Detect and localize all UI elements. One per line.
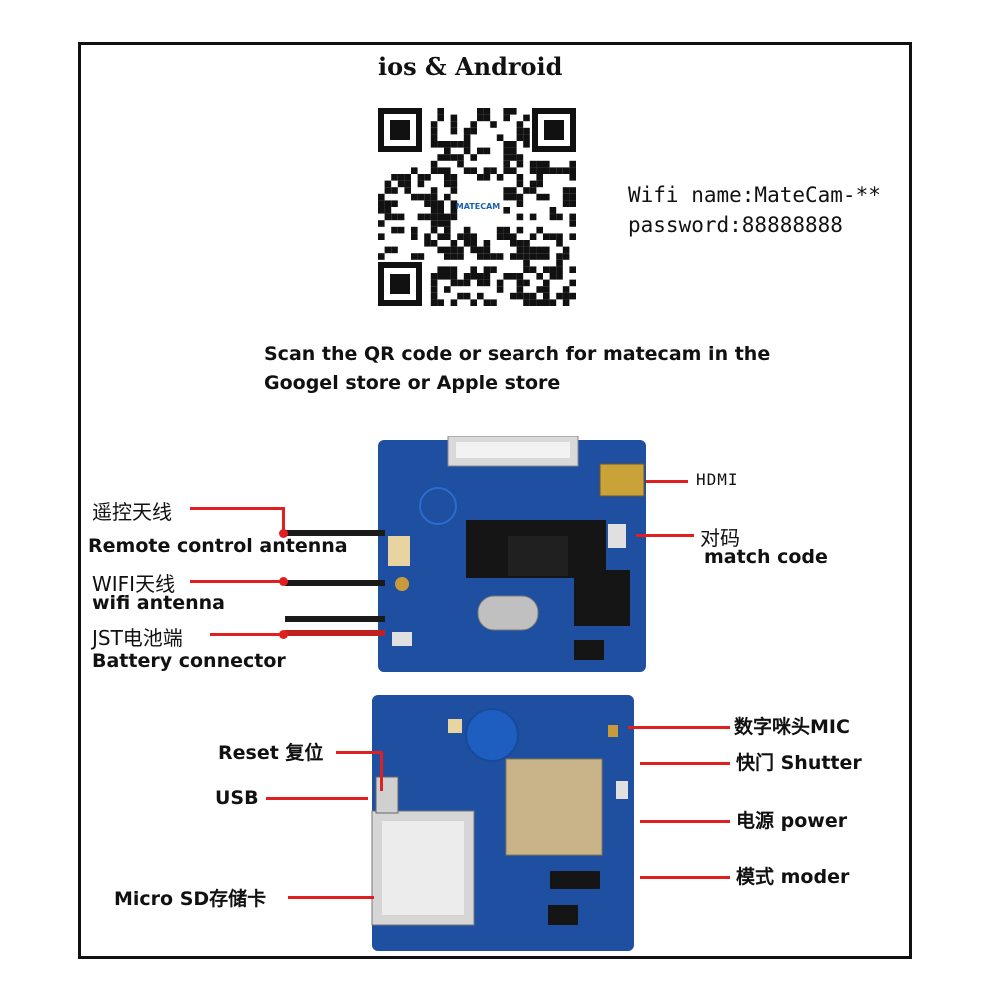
pointer-reset bbox=[336, 751, 382, 754]
wifi-password: password:88888888 bbox=[628, 213, 843, 237]
label-microsd: Micro SD存储卡 bbox=[114, 888, 267, 910]
remote-antenna-wire bbox=[285, 530, 385, 536]
pointer-match bbox=[636, 534, 694, 537]
label-hdmi: HDMI bbox=[696, 470, 739, 489]
page-title: ios & Android bbox=[378, 52, 563, 81]
pointer-power bbox=[640, 820, 730, 823]
pointer-remote-drop bbox=[282, 507, 285, 535]
pointer-battery bbox=[210, 633, 286, 636]
pointer-dot-remote bbox=[279, 529, 288, 538]
pointer-mode bbox=[640, 876, 730, 879]
label-mode: 模式 moder bbox=[736, 866, 850, 888]
label-reset: Reset 复位 bbox=[218, 742, 324, 764]
pointer-dot-wifi bbox=[279, 577, 288, 586]
battery-wire-black bbox=[285, 616, 385, 622]
label-wifi-zh: WIFI天线 bbox=[92, 572, 176, 596]
label-wifi-en: wifi antenna bbox=[92, 592, 225, 614]
pointer-mic bbox=[628, 726, 730, 729]
pointer-wifi bbox=[190, 580, 286, 583]
label-match-zh: 对码 bbox=[700, 526, 740, 550]
label-match-en: match code bbox=[704, 546, 828, 568]
bottom-pcb-board bbox=[371, 695, 634, 951]
pointer-shutter bbox=[640, 762, 730, 765]
pointer-microsd bbox=[288, 896, 374, 899]
label-battery-zh: JST电池端 bbox=[92, 626, 183, 650]
qr-logo: MATECAM bbox=[456, 202, 501, 211]
pointer-reset-drop bbox=[380, 751, 383, 791]
label-remote-en: Remote control antenna bbox=[88, 535, 348, 557]
qr-code: MATECAM bbox=[378, 108, 576, 306]
scan-instructions: Scan the QR code or search for matecam i… bbox=[264, 340, 770, 398]
wifi-info: Wifi name:MateCam-** password:88888888 bbox=[628, 180, 881, 240]
pointer-remote bbox=[190, 507, 284, 510]
wifi-antenna-wire bbox=[285, 580, 385, 586]
hdmi-port bbox=[599, 463, 645, 497]
label-battery-en: Battery connector bbox=[92, 650, 286, 672]
label-shutter: 快门 Shutter bbox=[736, 752, 862, 774]
main-chip bbox=[505, 758, 603, 856]
pointer-hdmi bbox=[646, 480, 688, 483]
battery-wire-red bbox=[285, 630, 385, 636]
wifi-name: Wifi name:MateCam-** bbox=[628, 183, 881, 207]
scan-line-2: Googel store or Apple store bbox=[264, 372, 561, 394]
top-pcb-board bbox=[378, 436, 646, 672]
label-mic: 数字咪头MIC bbox=[734, 716, 850, 738]
pointer-dot-battery bbox=[279, 630, 288, 639]
scan-line-1: Scan the QR code or search for matecam i… bbox=[264, 343, 771, 365]
pointer-usb bbox=[266, 797, 368, 800]
label-power: 电源 power bbox=[736, 810, 848, 832]
label-remote-zh: 遥控天线 bbox=[92, 500, 172, 524]
label-usb: USB bbox=[215, 787, 259, 809]
